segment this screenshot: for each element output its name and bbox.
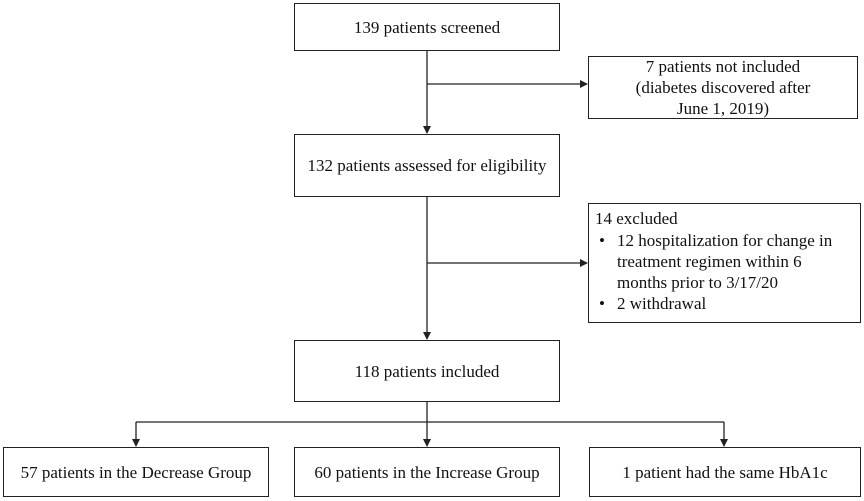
excluded-item-withdrawal: 2 withdrawal xyxy=(595,293,854,314)
not-included-line2: (diabetes discovered after xyxy=(635,78,811,97)
box-same-group: 1 patient had the same HbA1c xyxy=(589,447,861,497)
box-excluded: 14 excluded 12 hospitalization for chang… xyxy=(588,203,861,323)
box-decrease-group: 57 patients in the Decrease Group xyxy=(3,447,269,497)
excluded-item-hospitalization: 12 hospitalization for change in treatme… xyxy=(595,230,854,293)
not-included-line1: 7 patients not included xyxy=(645,57,801,76)
box-not-included: 7 patients not included (diabetes discov… xyxy=(588,56,858,119)
excluded-list: 12 hospitalization for change in treatme… xyxy=(595,230,854,314)
box-increase-group: 60 patients in the Increase Group xyxy=(294,447,560,497)
assessed-label: 132 patients assessed for eligibility xyxy=(307,156,547,175)
same-group-label: 1 patient had the same HbA1c xyxy=(622,462,828,482)
screened-label: 139 patients screened xyxy=(353,17,501,37)
included-label: 118 patients included xyxy=(354,361,500,381)
box-assessed: 132 patients assessed for eligibility xyxy=(294,134,560,197)
not-included-line3: June 1, 2019) xyxy=(676,99,770,118)
excluded-heading: 14 excluded xyxy=(595,209,678,228)
box-included: 118 patients included xyxy=(294,340,560,402)
increase-group-label: 60 patients in the Increase Group xyxy=(314,462,540,482)
decrease-group-label: 57 patients in the Decrease Group xyxy=(20,462,252,482)
box-screened: 139 patients screened xyxy=(294,3,560,51)
